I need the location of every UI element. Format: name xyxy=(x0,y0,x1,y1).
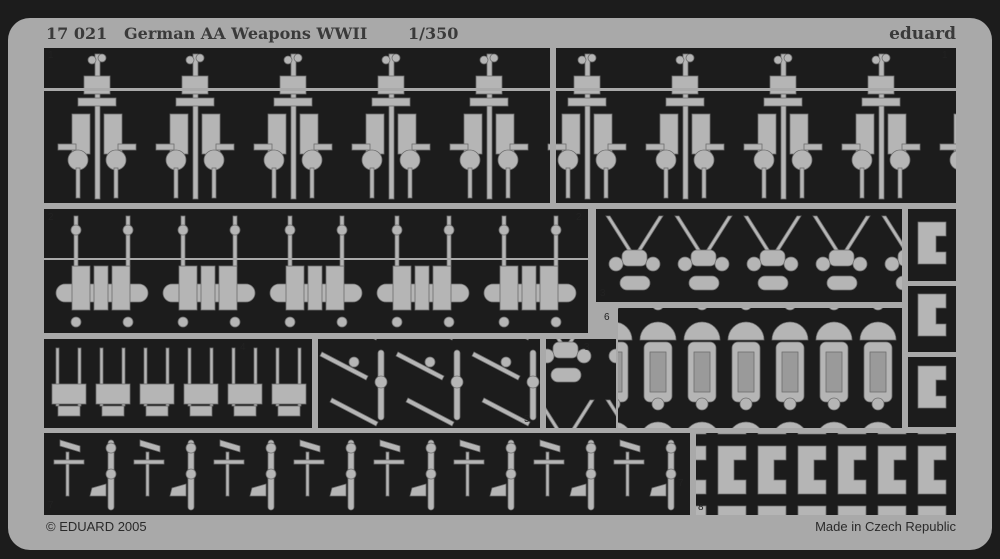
kit-scale: 1/350 xyxy=(408,24,459,43)
part-number: 8 xyxy=(698,502,704,513)
part-number: 1 xyxy=(942,50,948,61)
part-number: 5 xyxy=(524,414,530,425)
copyright-text: © EDUARD 2005 xyxy=(46,519,147,534)
part-number: 6 xyxy=(604,312,610,323)
part-number: 2 xyxy=(576,212,582,223)
origin-text: Made in Czech Republic xyxy=(815,519,956,534)
kit-code: 17 021 xyxy=(46,24,108,43)
part-number: 3 xyxy=(584,342,590,353)
kit-title: German AA Weapons WWII xyxy=(124,24,368,43)
part-number: 7 xyxy=(48,500,54,511)
part-number: 7 xyxy=(678,478,684,489)
part-number: 4 xyxy=(240,342,246,353)
part-number: 2 xyxy=(48,212,54,223)
brand-logo: eduard xyxy=(889,24,956,44)
part-number: 3 xyxy=(600,288,606,299)
part-number: 1 xyxy=(48,50,54,61)
